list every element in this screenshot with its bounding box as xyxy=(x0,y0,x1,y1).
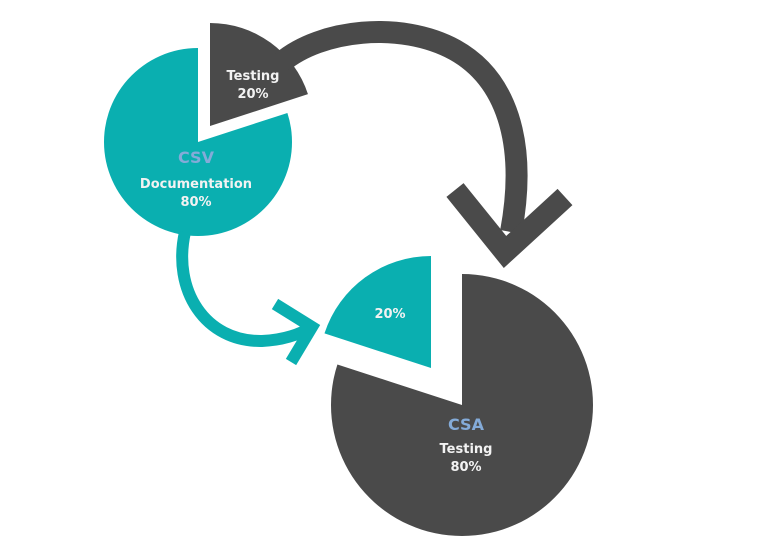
csa-testing-label: Testing xyxy=(440,442,493,457)
csv-testing-label: Testing xyxy=(227,69,280,84)
csv-pie-testing-slice xyxy=(210,23,308,126)
csv-documentation-label: Documentation xyxy=(140,177,252,192)
csa-title: CSA xyxy=(448,415,485,434)
csa-testing-value: 80% xyxy=(450,460,481,475)
dark-curved-arrow-head xyxy=(446,183,573,269)
teal-curved-arrow-head xyxy=(271,298,321,366)
csv-documentation-value: 80% xyxy=(180,195,211,210)
csv-pie-documentation-slice xyxy=(104,48,293,236)
csv-title: CSV xyxy=(178,148,215,167)
csv-testing-value: 20% xyxy=(237,87,268,102)
dark-curved-arrow-shaft xyxy=(274,21,528,234)
teal-curved-arrow-shaft xyxy=(176,230,316,348)
csa-pie-testing-slice xyxy=(330,274,593,536)
csa-pie-documentation-slice xyxy=(324,256,431,368)
csa-exploded-value: 20% xyxy=(374,307,405,322)
